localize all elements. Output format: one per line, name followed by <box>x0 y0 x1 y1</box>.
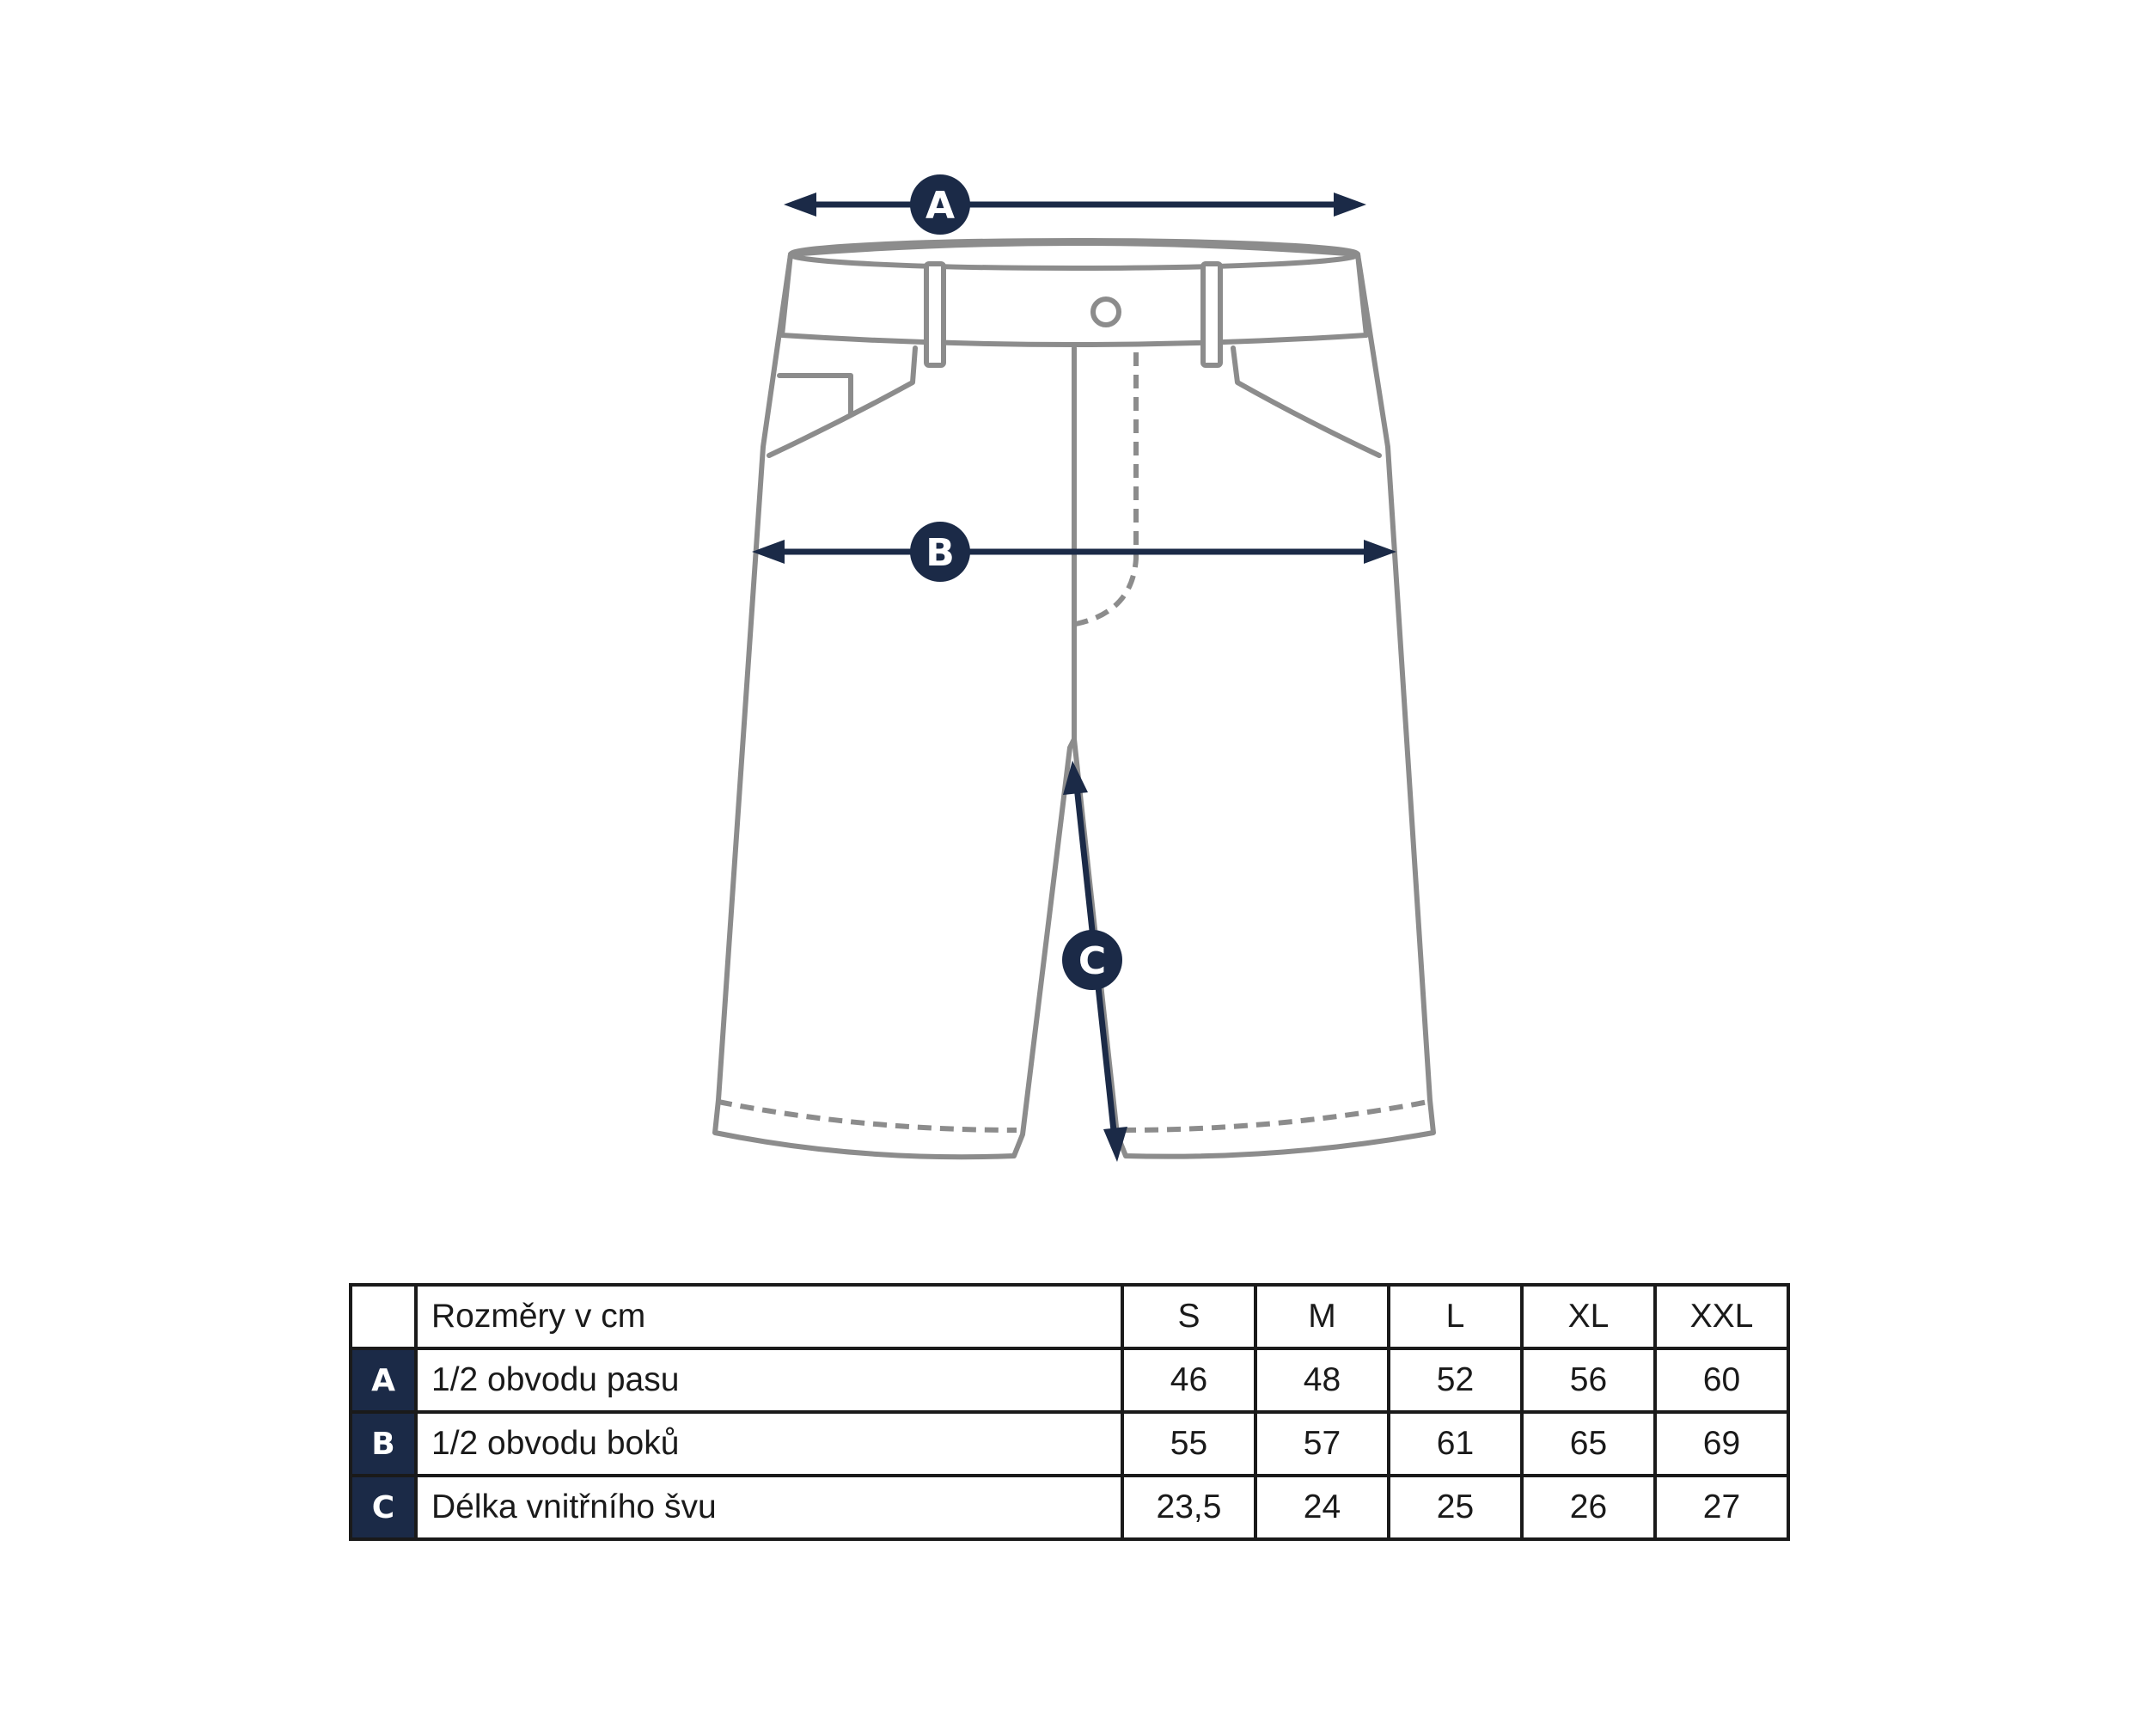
table-corner-cell <box>349 1283 418 1350</box>
hem-left <box>718 1099 1017 1133</box>
table-cell: 24 <box>1254 1474 1390 1541</box>
marker-b <box>910 522 970 582</box>
row-key-b: B <box>349 1410 418 1477</box>
table-cell: 60 <box>1653 1347 1790 1414</box>
row-label: 1/2 obvodu pasu <box>414 1347 1124 1414</box>
table-header-row: Rozměry v cm S M L XL XXL <box>349 1283 1790 1350</box>
table-row: A 1/2 obvodu pasu 46 48 52 56 60 <box>349 1347 1790 1414</box>
measure-arrow-c: C <box>1062 761 1127 1162</box>
measure-arrow-a: A <box>784 174 1366 235</box>
shorts-diagram: A B C <box>712 174 1436 1162</box>
table-cell: 46 <box>1121 1347 1257 1414</box>
fly-stitching <box>1075 352 1139 627</box>
header-size-m: M <box>1254 1283 1390 1350</box>
table-cell: 55 <box>1121 1410 1257 1477</box>
coin-pocket <box>777 373 853 417</box>
table-cell: 65 <box>1520 1410 1657 1477</box>
row-label: 1/2 obvodu boků <box>414 1410 1124 1477</box>
header-size-xl: XL <box>1520 1283 1657 1350</box>
table-cell: 61 <box>1387 1410 1524 1477</box>
marker-c <box>1062 930 1122 990</box>
marker-c-label: C <box>1078 939 1106 983</box>
marker-a-label: A <box>925 184 955 228</box>
pocket-right <box>1231 345 1382 458</box>
pocket-left <box>767 345 918 458</box>
table-cell: 25 <box>1387 1474 1524 1541</box>
table-cell: 56 <box>1520 1347 1657 1414</box>
table-cell: 23,5 <box>1121 1474 1257 1541</box>
header-size-s: S <box>1121 1283 1257 1350</box>
row-key-c: C <box>349 1474 418 1541</box>
waistband <box>779 241 1369 347</box>
table-cell: 27 <box>1653 1474 1790 1541</box>
row-label: Délka vnitřního švu <box>414 1474 1124 1541</box>
table-cell: 26 <box>1520 1474 1657 1541</box>
waistband-top <box>788 238 1360 271</box>
table-row: B 1/2 obvodu boků 55 57 61 65 69 <box>349 1410 1790 1477</box>
measure-arrow-b: B <box>752 522 1396 582</box>
table-cell: 57 <box>1254 1410 1390 1477</box>
header-label: Rozměry v cm <box>414 1283 1124 1350</box>
table-cell: 52 <box>1387 1347 1524 1414</box>
header-size-l: L <box>1387 1283 1524 1350</box>
button-icon <box>1090 296 1121 327</box>
table-cell: 48 <box>1254 1347 1390 1414</box>
size-table: Rozměry v cm S M L XL XXL A 1/2 obvodu p… <box>349 1283 1790 1541</box>
row-key-a: A <box>349 1347 418 1414</box>
belt-loop-left <box>924 261 946 368</box>
belt-loop-right <box>1200 261 1223 368</box>
marker-b-label: B <box>925 531 955 575</box>
table-cell: 69 <box>1653 1410 1790 1477</box>
marker-a <box>910 174 970 235</box>
header-size-xxl: XXL <box>1653 1283 1790 1350</box>
table-row: C Délka vnitřního švu 23,5 24 25 26 27 <box>349 1474 1790 1541</box>
